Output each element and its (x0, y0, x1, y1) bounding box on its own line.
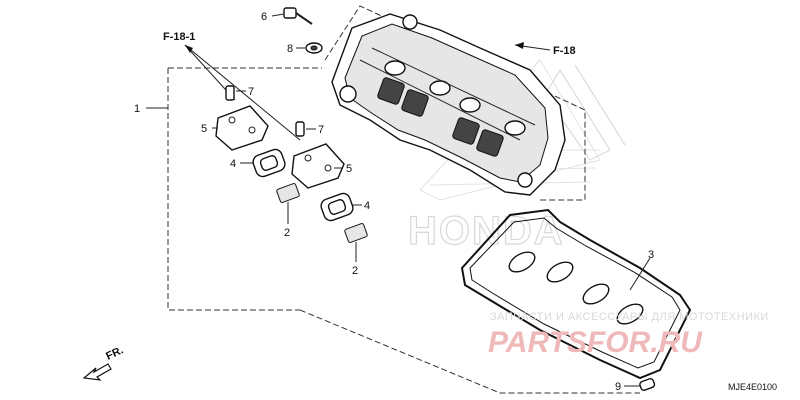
cylinder-head-cover (331, 13, 566, 196)
gasket-4a (240, 148, 286, 178)
callout-4a: 4 (230, 158, 236, 170)
callout-2b: 2 (352, 265, 358, 277)
honda-logo-watermark: HONDA (408, 209, 565, 253)
bolt-6 (271, 7, 313, 25)
front-direction-arrow (82, 363, 112, 381)
assembly-frame-1 (167, 67, 640, 394)
callout-1: 1 (134, 103, 140, 115)
callout-8: 8 (287, 43, 293, 55)
ref-f18-label: F-18 (553, 45, 576, 57)
reed-plate-2a (276, 183, 300, 224)
plug-seal-9 (624, 377, 656, 391)
callout-3: 3 (648, 249, 654, 261)
watermark-caption: ЗАПЧАСТИ И АКСЕССУАРЫ ДЛЯ МОТОТЕХНИКИ (490, 311, 769, 323)
bolt-7a (225, 85, 246, 101)
callout-7b: 7 (318, 124, 324, 136)
gasket-4b (320, 192, 362, 222)
callout-9: 9 (615, 381, 621, 393)
diagram-code: MJE4E0100 (728, 382, 777, 392)
front-label: FR. (104, 344, 125, 362)
washer-8 (296, 42, 323, 54)
callout-5b: 5 (346, 163, 352, 175)
bolt-7b (295, 121, 316, 137)
breather-cover-5a (212, 105, 269, 151)
callout-5a: 5 (201, 123, 207, 135)
assembly-frame-f18 (324, 5, 586, 201)
callout-7a: 7 (248, 86, 254, 98)
breather-cover-5b (291, 143, 345, 189)
callout-4b: 4 (364, 200, 370, 212)
leader-3 (629, 257, 651, 291)
callout-6: 6 (261, 11, 267, 23)
ref-f18-arrow (514, 42, 551, 51)
callout-2a: 2 (284, 227, 290, 239)
leader-6 (271, 13, 285, 17)
reed-plate-2b (344, 223, 368, 262)
head-cover-gasket-3 (460, 208, 692, 380)
ref-f18-1-label: F-18-1 (163, 31, 195, 43)
watermark-brand: PARTSFOR.RU (488, 326, 703, 359)
